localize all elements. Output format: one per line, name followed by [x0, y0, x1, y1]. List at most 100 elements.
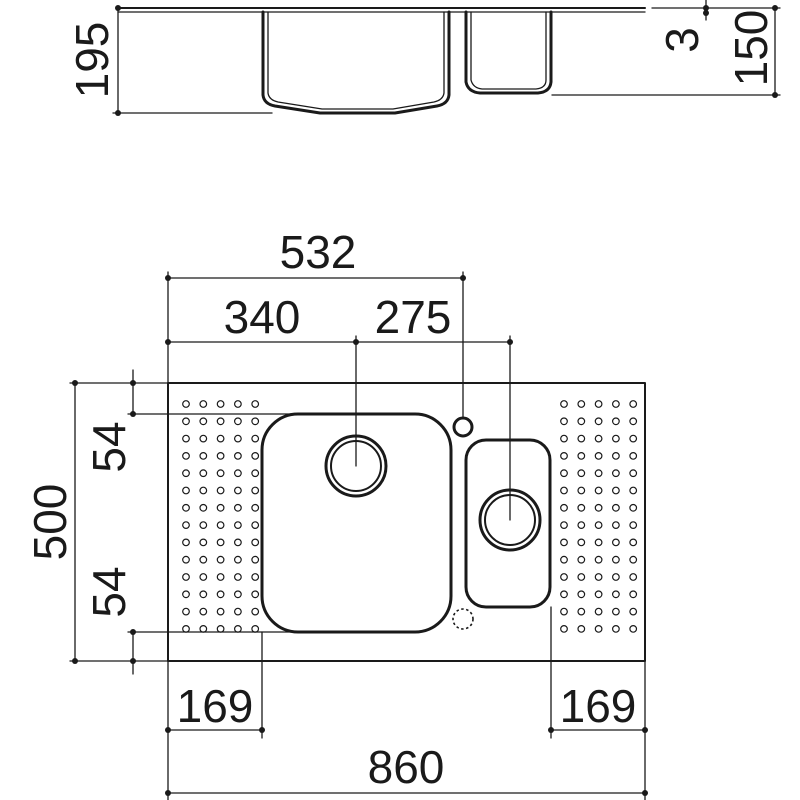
drainer-hole — [216, 607, 225, 616]
dim-label-532: 532 — [280, 226, 357, 278]
sink-outline — [167, 382, 646, 662]
drainer-hole — [594, 538, 603, 547]
drainer-hole — [594, 573, 603, 581]
drainer-hole — [560, 503, 568, 512]
drainer-hole — [612, 555, 620, 564]
drainer-hole — [577, 486, 586, 495]
drainer-hole — [216, 555, 225, 564]
drainer-hole — [560, 486, 568, 495]
drainer-hole — [629, 486, 638, 495]
drainer-hole — [594, 607, 603, 616]
drainer-hole — [233, 573, 242, 581]
drainer-hole — [577, 400, 586, 408]
dim-label-195: 195 — [66, 22, 118, 99]
drainer-hole — [577, 503, 586, 512]
drainer-hole — [233, 521, 242, 529]
drainer-hole — [629, 555, 638, 564]
drainer-hole — [612, 573, 620, 581]
dim-label-54-bottom: 54 — [83, 566, 135, 617]
drainer-hole — [233, 538, 242, 547]
drainer-hole — [560, 417, 568, 426]
drainer-hole — [216, 521, 225, 529]
drainer-hole — [233, 503, 242, 512]
side-view: 195 3 150 — [66, 0, 781, 116]
drainer-hole — [199, 417, 208, 426]
drainer-hole — [577, 573, 586, 581]
drainer-hole — [216, 590, 225, 599]
drainer-hole — [594, 434, 603, 443]
dim-tick — [165, 339, 171, 345]
drainer-hole — [612, 486, 620, 495]
drainer-hole — [560, 452, 568, 460]
drainer-hole — [612, 521, 620, 529]
small-bowl — [464, 438, 552, 609]
drainer-hole — [216, 625, 225, 633]
drainer-hole — [577, 625, 586, 633]
drainer-hole — [233, 434, 242, 443]
drainer-hole — [199, 469, 208, 478]
drainer-hole — [594, 503, 603, 512]
drainer-hole — [251, 590, 260, 599]
drainer-hole — [629, 625, 638, 633]
drainer-hole — [594, 625, 603, 633]
dim-label-500: 500 — [24, 484, 76, 561]
drainer-hole — [182, 434, 190, 443]
drainer-hole — [629, 400, 638, 408]
drainer-hole — [612, 607, 620, 616]
drainer-hole — [233, 607, 242, 616]
drainer-hole — [251, 469, 260, 478]
dim-tick — [703, 5, 709, 11]
side-view-main-bowl — [261, 10, 451, 115]
drainer-hole — [560, 434, 568, 443]
dim-tick — [548, 727, 554, 733]
drainer-hole — [233, 625, 242, 633]
dim-label-275: 275 — [375, 291, 452, 343]
drainer-hole — [577, 555, 586, 564]
drainer-hole — [594, 555, 603, 564]
drainer-hole — [216, 486, 225, 495]
drainer-hole — [182, 486, 190, 495]
dim-tick — [507, 339, 513, 345]
drainer-hole — [612, 538, 620, 547]
drainer-hole — [612, 400, 620, 408]
dim-label-169-right: 169 — [560, 680, 637, 732]
drainer-hole — [560, 469, 568, 478]
drainer-hole — [560, 625, 568, 633]
drainer-hole — [182, 555, 190, 564]
drainer-hole — [216, 573, 225, 581]
drainer-hole — [199, 503, 208, 512]
drainer-hole — [629, 573, 638, 581]
drainer-hole — [251, 417, 260, 426]
drainer-hole — [612, 590, 620, 599]
drainer-hole — [251, 400, 260, 408]
dim-tick — [259, 727, 265, 733]
drainer-hole — [629, 434, 638, 443]
drainer-hole — [560, 400, 568, 408]
drainer-hole — [594, 521, 603, 529]
drainer-hole — [182, 417, 190, 426]
drainer-hole — [233, 400, 242, 408]
dim-tick — [772, 5, 778, 11]
dim-tick — [72, 658, 78, 664]
drainer-hole — [629, 469, 638, 478]
drainer-hole — [199, 486, 208, 495]
drainer-hole — [216, 400, 225, 408]
drainer-hole — [577, 521, 586, 529]
drainer-hole — [216, 417, 225, 426]
dim-label-169-left: 169 — [177, 680, 254, 732]
plan-view — [167, 382, 646, 662]
drainer-hole — [612, 503, 620, 512]
drainer-hole — [251, 607, 260, 616]
right-drainer-pattern — [560, 400, 638, 633]
drainer-hole — [233, 417, 242, 426]
drainer-hole — [629, 503, 638, 512]
drainer-hole — [577, 607, 586, 616]
dim-tick — [353, 339, 359, 345]
dim-label-860: 860 — [368, 741, 445, 793]
drainer-hole — [251, 452, 260, 460]
dim-label-3: 3 — [656, 27, 708, 53]
drainer-hole — [577, 538, 586, 547]
drainer-hole — [199, 573, 208, 581]
dim-label-150: 150 — [725, 10, 777, 87]
drainer-hole — [560, 521, 568, 529]
